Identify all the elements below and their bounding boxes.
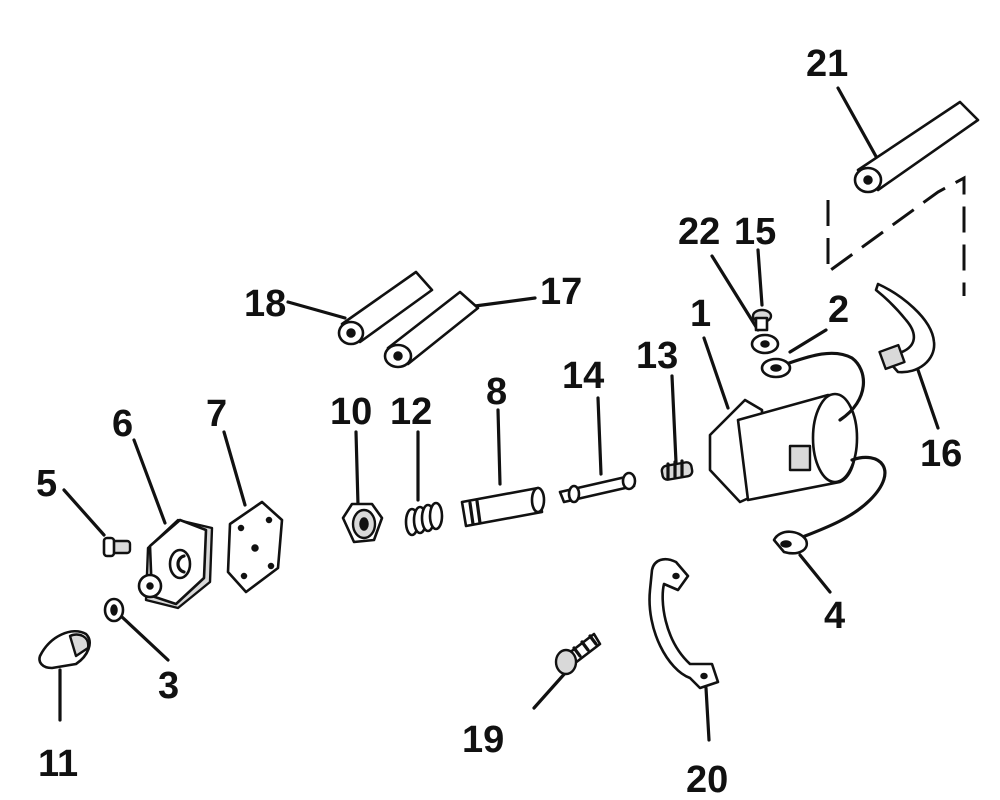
callout-8: 8: [486, 371, 507, 413]
part-4-lead-terminal: [772, 530, 809, 555]
callout-16: 16: [920, 433, 962, 475]
part-5-screw: [102, 536, 132, 558]
callout-3: 3: [158, 665, 179, 707]
part-21-sleeve: [853, 100, 980, 194]
leader-lines: [58, 86, 940, 742]
callout-2: 2: [828, 289, 849, 331]
callout-5: 5: [36, 463, 57, 505]
part-7-gasket: [226, 500, 284, 594]
callout-7: 7: [206, 393, 227, 435]
callout-21: 21: [806, 43, 848, 85]
part-8-plunger: [460, 486, 546, 528]
callout-22: 22: [678, 211, 720, 253]
callout-18: 18: [244, 283, 286, 325]
part-10-nut: [341, 502, 384, 544]
part-6-end-cap: [137, 518, 214, 610]
part-22-washer: [750, 333, 780, 355]
part-16-clip: [874, 282, 936, 374]
callout-20: 20: [686, 759, 728, 800]
callout-10: 10: [330, 391, 372, 433]
part-18-sleeve: [337, 270, 434, 346]
callout-19: 19: [462, 719, 504, 761]
part-11-boot: [38, 629, 91, 670]
callout-14: 14: [562, 355, 604, 397]
callout-4: 4: [824, 595, 845, 637]
callout-17: 17: [540, 271, 582, 313]
part-17-sleeve: [383, 290, 480, 369]
part-2-ring-terminal: [760, 357, 792, 379]
part-13-spring: [660, 459, 694, 481]
part-19-bolt: [554, 632, 602, 676]
part-15-screw: [751, 308, 773, 332]
dashed-bracket-lines: [826, 175, 966, 296]
part-1-solenoid: [708, 351, 887, 542]
part-12-spring: [404, 501, 444, 537]
part-14-plunger-rod: [558, 471, 637, 504]
callout-15: 15: [734, 211, 776, 253]
callout-13: 13: [636, 335, 678, 377]
callout-labels: 21 22 15 2 1 17 18 13 14 8 12 10 16 6 7 …: [36, 43, 962, 800]
part-3-o-ring: [103, 597, 125, 623]
callout-11: 11: [38, 743, 78, 785]
callout-12: 12: [390, 391, 432, 433]
callout-1: 1: [690, 293, 711, 335]
callout-6: 6: [112, 403, 133, 445]
part-20-clamp: [648, 557, 720, 690]
